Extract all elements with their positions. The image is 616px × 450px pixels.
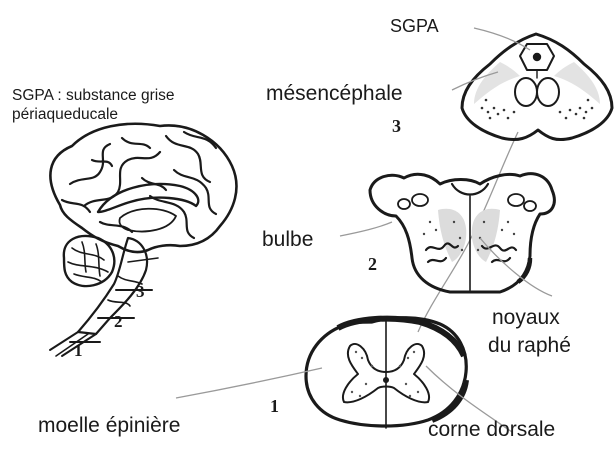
leader-moelle: [176, 368, 322, 398]
spinal-cord-section: [306, 318, 466, 428]
substantia-nigra: [481, 99, 594, 120]
section-3-number: 3: [392, 116, 401, 136]
leader-bulbe: [340, 222, 392, 236]
central-canal: [383, 377, 389, 383]
level-2-marker: 2: [114, 312, 123, 331]
label-corne: corne dorsale: [428, 418, 555, 441]
label-noyaux-line-1: noyaux: [492, 306, 560, 329]
red-nucleus-right: [537, 78, 559, 106]
level-3-marker: 3: [136, 282, 145, 301]
legend-line-1: SGPA : substance grise: [12, 87, 175, 104]
label-moelle: moelle épinière: [38, 414, 180, 437]
section-1-number: 1: [270, 396, 279, 416]
brain-sagittal: 3 2 1: [50, 124, 236, 360]
label-noyaux-line-2: du raphé: [488, 334, 571, 357]
cerebral-hemisphere: [50, 124, 236, 252]
pathway-line: [418, 132, 518, 332]
section-2-number: 2: [368, 254, 377, 274]
cerebellum: [64, 236, 114, 286]
label-mesencephale: mésencéphale: [266, 82, 403, 105]
red-nucleus-left: [515, 78, 537, 106]
aqueduct: [533, 53, 541, 61]
label-bulbe: bulbe: [262, 228, 313, 251]
bulbe-section: [370, 174, 554, 292]
label-sgpa: SGPA: [390, 16, 439, 36]
mesencephale-section: [462, 34, 612, 140]
spinal-cord-stub: [50, 332, 96, 356]
level-1-marker: 1: [74, 341, 83, 360]
legend-line-2: périaqueducale: [12, 106, 118, 123]
